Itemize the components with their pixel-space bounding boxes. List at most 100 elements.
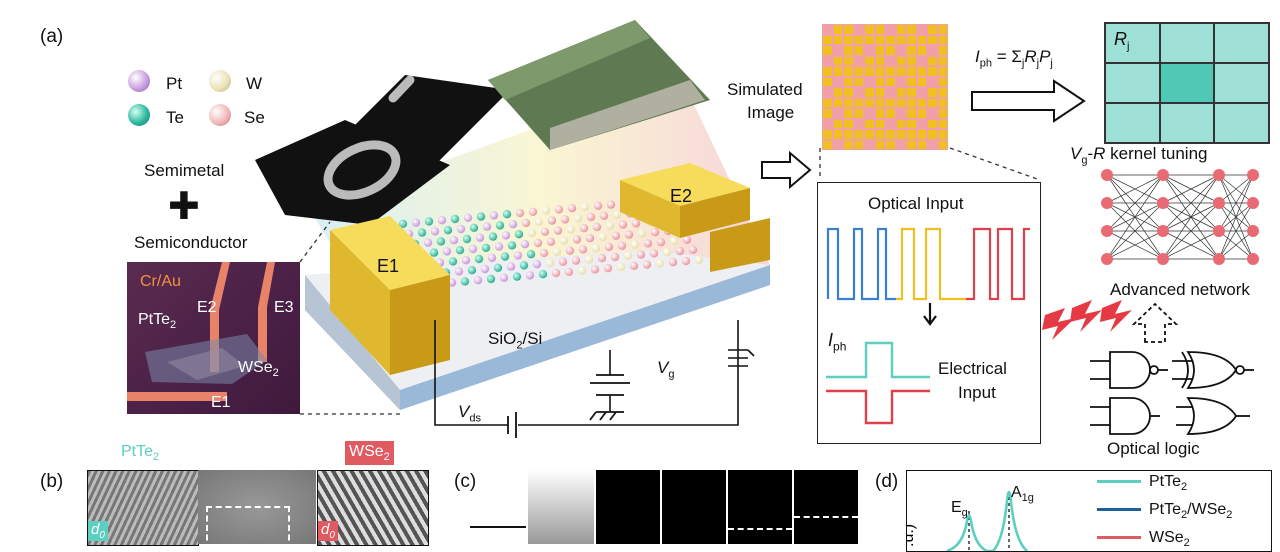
- network-label: Advanced network: [1110, 281, 1250, 298]
- e2-label: E2: [197, 300, 217, 316]
- sim-pixel: [834, 36, 843, 45]
- sim-pixel: [907, 130, 916, 139]
- device-illustration: [250, 20, 810, 450]
- lattice-atom: [474, 276, 482, 284]
- sim-pixel: [907, 99, 916, 108]
- legend-swatch: [1097, 536, 1141, 539]
- sim-pixel: [897, 99, 906, 108]
- sim-pixel: [907, 120, 916, 129]
- lattice-atom: [431, 227, 439, 235]
- neural-network-diagram: [1085, 165, 1265, 275]
- sim-pixel: [918, 57, 927, 66]
- lattice-atom: [535, 218, 543, 226]
- kernel-tuning-label: Vg-R kernel tuning: [1070, 145, 1208, 166]
- sim-pixel: [928, 78, 937, 87]
- raman-plot: .u.) Eg A1g PtTe2PtTe2/WSe2WSe2: [906, 470, 1272, 552]
- lattice-atom: [438, 216, 446, 224]
- lattice-atom: [604, 264, 612, 272]
- optical-logic-graphic: [1040, 300, 1270, 440]
- network-node: [1213, 225, 1225, 237]
- lattice-atom: [503, 210, 511, 218]
- sim-pixel: [834, 141, 843, 150]
- sim-pixel: [886, 46, 895, 55]
- sim-pixel: [897, 109, 906, 118]
- simulated-label-line2: Image: [747, 104, 794, 121]
- lattice-atom: [638, 229, 646, 237]
- te-atom-icon: [128, 104, 150, 126]
- sim-pixel: [886, 25, 895, 34]
- lattice-atom: [443, 247, 451, 255]
- sim-pixel: [844, 120, 853, 129]
- and-gate-icon: [1090, 398, 1160, 434]
- dashed-up-arrow-icon: [1134, 304, 1176, 342]
- lattice-atom: [463, 235, 471, 243]
- sim-pixel: [918, 141, 927, 150]
- sim-pixel: [928, 109, 937, 118]
- semiconductor-label: Semiconductor: [134, 234, 247, 251]
- lattice-atom: [594, 202, 602, 210]
- sim-pixel: [886, 88, 895, 97]
- semimetal-label: Semimetal: [144, 162, 224, 179]
- sim-pixel: [855, 57, 864, 66]
- lattice-atom: [624, 252, 632, 260]
- sim-pixel: [939, 109, 948, 118]
- sim-pixel: [939, 120, 948, 129]
- sim-pixel: [939, 141, 948, 150]
- lattice-atom: [572, 256, 580, 264]
- sim-pixel: [928, 99, 937, 108]
- kernel-r-label: Rj: [1114, 30, 1129, 53]
- lattice-atom: [522, 219, 530, 227]
- lattice-atom: [501, 252, 509, 260]
- sim-pixel: [855, 46, 864, 55]
- legend-pt: Pt: [166, 75, 182, 92]
- sim-pixel: [907, 141, 916, 150]
- d0-label-left: d0: [88, 521, 108, 541]
- sim-pixel: [823, 130, 832, 139]
- lattice-atom: [561, 215, 569, 223]
- lattice-atom: [617, 263, 625, 271]
- lattice-atom: [444, 226, 452, 234]
- sim-pixel: [939, 78, 948, 87]
- lattice-atom: [599, 233, 607, 241]
- sim-pixel: [876, 25, 885, 34]
- lattice-atom: [515, 230, 523, 238]
- lattice-atom: [548, 216, 556, 224]
- lattice-atom: [540, 249, 548, 257]
- lattice-atom: [619, 220, 627, 228]
- lattice-atom: [527, 250, 535, 258]
- lattice-atom: [509, 220, 517, 228]
- lattice-atom: [591, 265, 599, 273]
- sim-pixel: [865, 99, 874, 108]
- sim-pixel: [939, 46, 948, 55]
- lattice-atom: [663, 248, 671, 256]
- sim-pixel: [928, 57, 937, 66]
- panel-c-label: (c): [454, 472, 476, 491]
- sim-pixel: [876, 36, 885, 45]
- lattice-atom: [669, 258, 677, 266]
- lattice-atom: [424, 238, 432, 246]
- panel-b-label: (b): [40, 472, 63, 491]
- lattice-atom: [495, 242, 503, 250]
- optical-input-box: Optical Input Iph Electrical Input: [817, 182, 1041, 444]
- lattice-atom: [637, 250, 645, 258]
- lattice-atom: [565, 268, 573, 276]
- lattice-atom: [598, 254, 606, 262]
- lattice-atom: [600, 212, 608, 220]
- lattice-atom: [553, 248, 561, 256]
- sim-pixel: [886, 36, 895, 45]
- legend-text: PtTe: [1149, 501, 1181, 518]
- sim-pixel: [855, 25, 864, 34]
- sim-pixel: [886, 120, 895, 129]
- sim-pixel: [918, 36, 927, 45]
- e2-electrode-label: E2: [670, 187, 692, 205]
- plus-icon: ✚: [168, 188, 200, 226]
- sim-pixel: [834, 99, 843, 108]
- sim-pixel: [939, 57, 948, 66]
- sim-pixel: [897, 67, 906, 76]
- lattice-atom: [547, 238, 555, 246]
- sim-pixel: [876, 99, 885, 108]
- sim-pixel: [834, 130, 843, 139]
- e1-electrode-label: E1: [377, 257, 399, 275]
- pt-atom-icon: [128, 70, 150, 92]
- sim-pixel: [865, 120, 874, 129]
